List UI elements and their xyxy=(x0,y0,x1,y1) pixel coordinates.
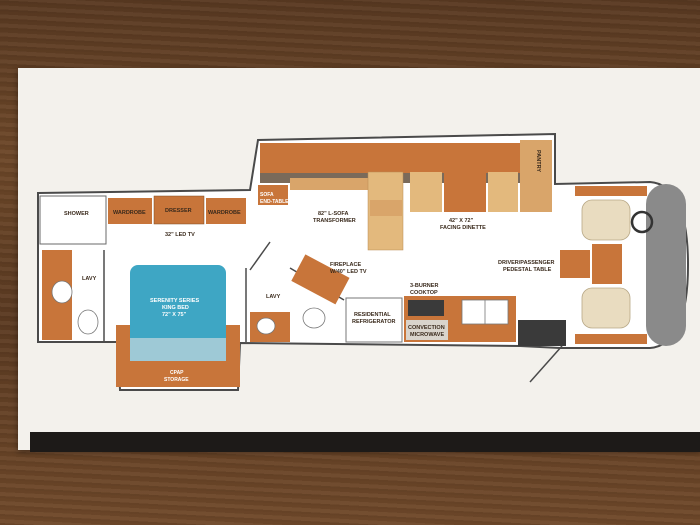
driver-label: DRIVER/PASSENGER xyxy=(498,260,554,266)
driver-label2: PEDESTAL TABLE xyxy=(503,267,552,273)
dinette-bench-left xyxy=(410,172,442,212)
wardrobe-left-label: WARDROBE xyxy=(113,210,146,216)
wardrobe-right-label: WARDROBE xyxy=(208,210,241,216)
pantry-cabinet xyxy=(520,140,552,212)
sofa-end-table-label: SOFA xyxy=(260,192,274,198)
dinette-label2: FACING DINETTE xyxy=(440,225,486,231)
dresser-label: DRESSER xyxy=(165,208,192,214)
lsofa-label2: TRANSFORMER xyxy=(313,218,356,224)
sofa-end-table-label2: END-TABLE xyxy=(260,199,289,205)
fireplace-cabinet xyxy=(291,254,350,305)
fireplace-label2: W/40" LED TV xyxy=(330,269,367,275)
fireplace-label: FIREPLACE xyxy=(330,262,362,268)
slideout-cabinet xyxy=(260,143,552,173)
left-sink-icon xyxy=(51,280,73,304)
passenger-seat xyxy=(581,287,631,329)
bed-pillow-area xyxy=(130,338,226,361)
fridge-label2: REFRIGERATOR xyxy=(352,319,396,325)
cooktop-label: 3-BURNER xyxy=(410,283,438,289)
cockpit-cabinet-top xyxy=(575,186,647,196)
lavy-mid-label: LAVY xyxy=(266,294,281,300)
fridge-label: RESIDENTIAL xyxy=(354,312,391,318)
refrigerator xyxy=(345,297,403,343)
left-toilet-icon xyxy=(77,309,99,335)
dresser xyxy=(153,195,205,225)
bed-label3: 72" X 75" xyxy=(162,312,187,318)
cpap-label2: STORAGE xyxy=(164,377,189,383)
cooktop xyxy=(408,300,444,316)
cpap-label: CPAP xyxy=(170,370,184,376)
cockpit-cabinet-bottom xyxy=(575,334,647,344)
shower-label: SHOWER xyxy=(64,211,89,217)
steering-wheel-icon xyxy=(630,210,654,234)
shower xyxy=(39,195,107,245)
dinette-bench-right xyxy=(488,172,518,212)
entry-door-swing xyxy=(529,345,563,383)
lsofa-back xyxy=(290,178,370,190)
pedestal-table xyxy=(592,244,622,284)
mid-sink-icon xyxy=(256,317,276,335)
bed-label2: KING BED xyxy=(162,305,189,311)
tv32-label: 32" LED TV xyxy=(165,232,195,238)
cockpit-dash xyxy=(646,184,686,346)
microwave-label2: MICROWAVE xyxy=(410,332,444,338)
dinette-label: 42" X 72" xyxy=(449,218,474,224)
slideout-cabinet-dark xyxy=(260,173,552,183)
lsofa-ottoman xyxy=(370,200,402,216)
mid-toilet-icon xyxy=(302,307,326,329)
wardrobe-right xyxy=(206,198,246,224)
paper-dark-strip xyxy=(30,432,700,452)
driver-seat xyxy=(581,199,631,241)
microwave xyxy=(406,320,448,340)
pantry-label: PANTRY xyxy=(535,150,541,172)
bedroom-door xyxy=(249,241,271,271)
wardrobe-left xyxy=(108,198,152,224)
cooktop-label2: COOKTOP xyxy=(410,290,438,296)
pedestal-table-left xyxy=(560,250,590,278)
sofa-end-table xyxy=(258,185,288,205)
entry-step xyxy=(518,320,566,346)
dinette-table xyxy=(444,168,486,212)
king-bed xyxy=(130,265,226,361)
lavy-left-label: LAVY xyxy=(82,276,97,282)
microwave-label: CONVECTION xyxy=(408,325,445,331)
lsofa-label: 82" L-SOFA xyxy=(318,211,348,217)
bed-label: SERENITY SERIES xyxy=(150,298,199,304)
